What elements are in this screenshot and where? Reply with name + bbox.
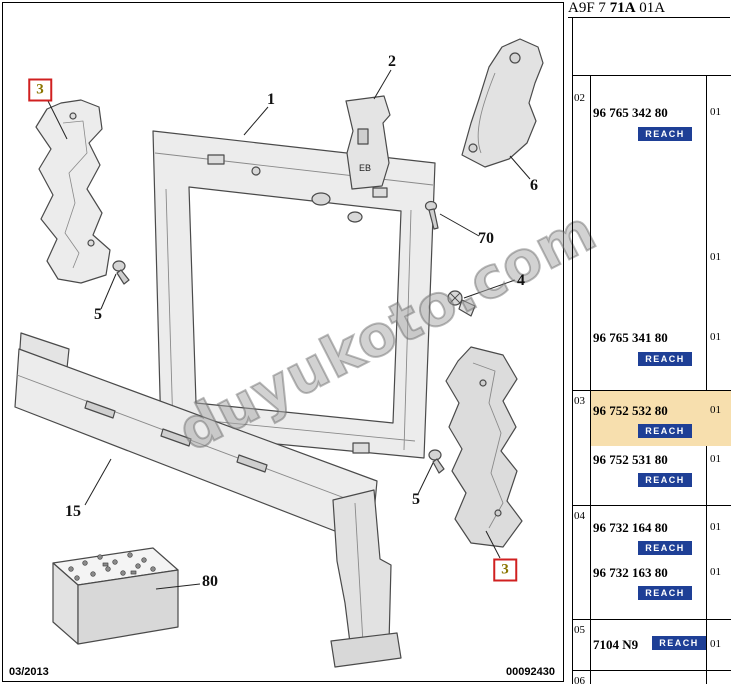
part-15-bumper-beam — [14, 332, 402, 668]
part-number[interactable]: 96 732 163 80 — [593, 565, 668, 580]
parts-list-panel: A9F 7 71A 01A 02 96 765 342 80 01 REACH … — [566, 0, 731, 684]
callout-70[interactable]: 70 — [478, 230, 494, 247]
part-number[interactable]: 96 765 341 80 — [593, 330, 668, 345]
part-2-marking: EB — [359, 163, 371, 173]
part-number[interactable]: 96 765 342 80 — [593, 105, 668, 120]
callout-1[interactable]: 1 — [267, 91, 275, 108]
quantity: 01 — [710, 638, 721, 650]
callout-5-left[interactable]: 5 — [94, 306, 102, 323]
part-reference-header: A9F 7 71A 01A — [568, 0, 730, 18]
qty-column-divider — [706, 75, 707, 684]
callout-15[interactable]: 15 — [65, 503, 81, 520]
reach-badge[interactable]: REACH — [638, 127, 692, 141]
quantity: 01 — [710, 521, 721, 533]
callout-5-right[interactable]: 5 — [412, 491, 420, 508]
quantity: 01 — [710, 331, 721, 343]
reach-badge[interactable]: REACH — [638, 541, 692, 555]
item-number: 06 — [574, 675, 585, 684]
group-divider — [572, 619, 731, 620]
item-column-divider — [590, 75, 591, 684]
part-number[interactable]: 96 752 531 80 — [593, 452, 668, 467]
quantity: 01 — [710, 453, 721, 465]
diagram-doc-number: 00092430 — [506, 666, 555, 678]
reach-badge[interactable]: REACH — [638, 586, 692, 600]
quantity: 01 — [710, 566, 721, 578]
group-divider — [572, 390, 731, 391]
part-3-left-shield — [35, 99, 111, 284]
part-5-bolt-left — [112, 260, 130, 285]
diagram-panel: EB — [2, 2, 608, 682]
exploded-parts-diagram: EB — [14, 38, 544, 668]
quantity: 01 — [710, 251, 721, 263]
reach-badge[interactable]: REACH — [638, 352, 692, 366]
group-divider — [572, 75, 731, 76]
quantity: 01 — [710, 404, 721, 416]
callout-3-left[interactable]: 3 — [28, 78, 52, 102]
part-5-bolt-right — [428, 449, 445, 474]
callout-2[interactable]: 2 — [388, 53, 396, 70]
part-2-upper-bracket: EB — [345, 95, 391, 190]
part-4-screw — [447, 290, 476, 317]
group-divider — [572, 670, 731, 671]
reach-badge[interactable]: REACH — [638, 424, 692, 438]
quantity: 01 — [710, 106, 721, 118]
reference-suffix: 01A — [639, 0, 666, 16]
part-80-hardware-kit — [52, 547, 179, 645]
part-3-right-shield — [445, 346, 523, 548]
reach-badge[interactable]: REACH — [638, 473, 692, 487]
item-number: 02 — [574, 92, 585, 104]
item-number: 04 — [574, 510, 585, 522]
item-number: 05 — [574, 624, 585, 636]
part-number[interactable]: 7104 N9 — [593, 637, 639, 652]
callout-6[interactable]: 6 — [530, 177, 538, 194]
leader-lines — [46, 69, 531, 590]
part-number[interactable]: 96 732 164 80 — [593, 520, 668, 535]
part-1-front-panel — [152, 130, 436, 459]
reach-badge[interactable]: REACH — [652, 636, 706, 650]
callout-80[interactable]: 80 — [202, 573, 218, 590]
reference-prefix: A9F 7 — [568, 0, 606, 16]
part-6-upper-right-bracket — [461, 38, 544, 168]
group-divider — [572, 505, 731, 506]
callout-4[interactable]: 4 — [517, 272, 525, 289]
item-number: 03 — [574, 395, 585, 407]
part-number-selected[interactable]: 96 752 532 80 — [593, 403, 668, 418]
table-left-border — [572, 18, 573, 684]
callout-3-right[interactable]: 3 — [493, 558, 517, 582]
diagram-date: 03/2013 — [9, 666, 49, 678]
part-70-bolt — [424, 200, 439, 230]
reference-bold: 71A — [609, 0, 636, 16]
